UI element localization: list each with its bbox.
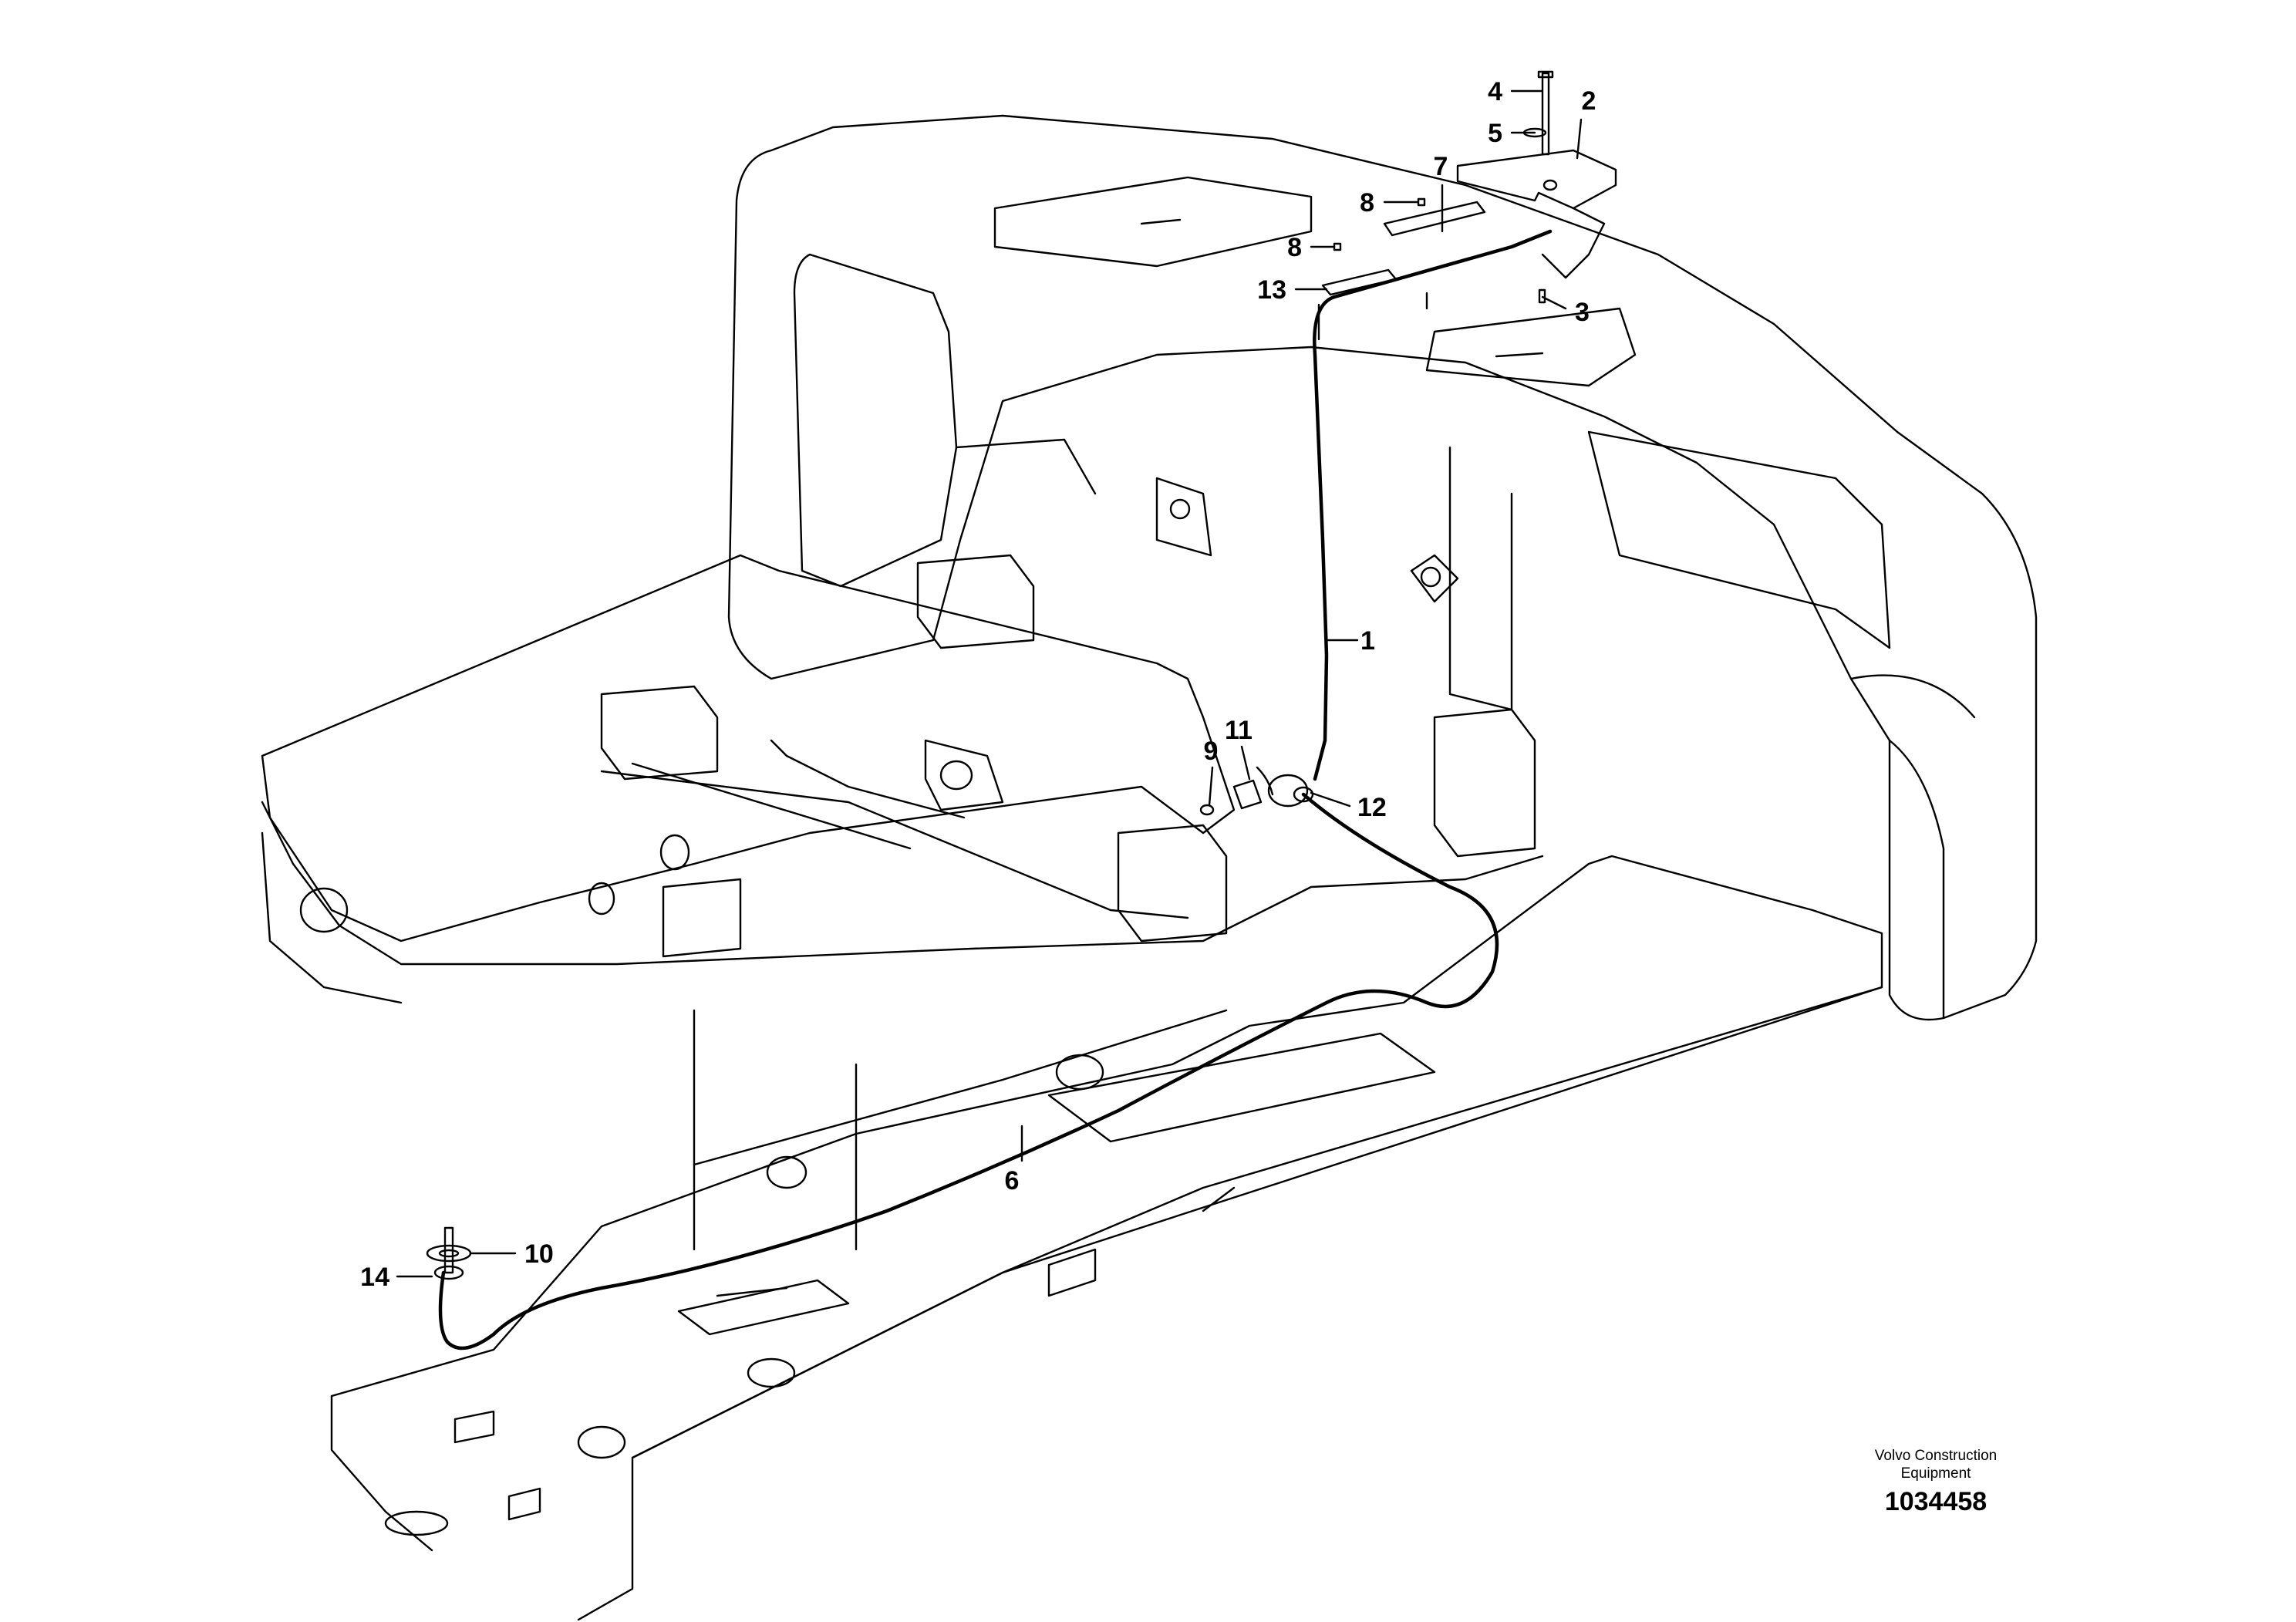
- callout-11: 11: [1225, 716, 1253, 745]
- callout-10: 10: [524, 1239, 554, 1269]
- screw-3: [1538, 288, 1546, 304]
- lower-platform: [330, 855, 1883, 1621]
- callout-8b: 8: [1287, 233, 1302, 262]
- leader-lines: [396, 89, 1583, 1278]
- cable-6: [438, 792, 1499, 1351]
- screw-8a: [1417, 197, 1426, 207]
- drawing-number: 1034458: [1884, 1487, 1988, 1516]
- manufacturer-line-2: Equipment: [1900, 1465, 1971, 1482]
- bracket-2: [1456, 149, 1617, 279]
- callout-8a: 8: [1360, 188, 1374, 218]
- screw-8b: [1333, 242, 1342, 251]
- counterweight: [727, 114, 2038, 1021]
- callout-4: 4: [1488, 77, 1502, 106]
- leader-3: [1541, 295, 1567, 310]
- callout-13: 13: [1257, 275, 1286, 305]
- callout-6: 6: [1005, 1166, 1020, 1195]
- clip-assembly: [1199, 766, 1314, 816]
- callout-9: 9: [1204, 737, 1219, 766]
- callout-2: 2: [1582, 86, 1596, 116]
- callout-14: 14: [360, 1263, 389, 1292]
- callout-5: 5: [1488, 119, 1502, 148]
- leader-12: [1310, 791, 1351, 808]
- upper-frame: [261, 554, 1544, 1004]
- leader-9: [1208, 766, 1214, 807]
- clamp-plates: [1321, 201, 1486, 296]
- leader-2: [1576, 118, 1583, 160]
- callout-12: 12: [1357, 793, 1387, 822]
- manufacturer-caption: Volvo Construction Equipment: [1836, 1447, 2036, 1482]
- callout-labels: 1 2 3 4 5 6 7 8 8 9 10 11 12 13 14: [360, 77, 1596, 1292]
- manufacturer-line-1: Volvo Construction: [1874, 1448, 1998, 1464]
- cable-1: [1313, 229, 1553, 781]
- leader-11: [1240, 745, 1251, 781]
- callout-3: 3: [1575, 298, 1590, 327]
- bolt-4: [1537, 70, 1554, 156]
- callout-1: 1: [1360, 626, 1375, 656]
- washer-5: [1522, 127, 1547, 138]
- grommet-10: [426, 1226, 472, 1280]
- callout-7: 7: [1434, 152, 1448, 181]
